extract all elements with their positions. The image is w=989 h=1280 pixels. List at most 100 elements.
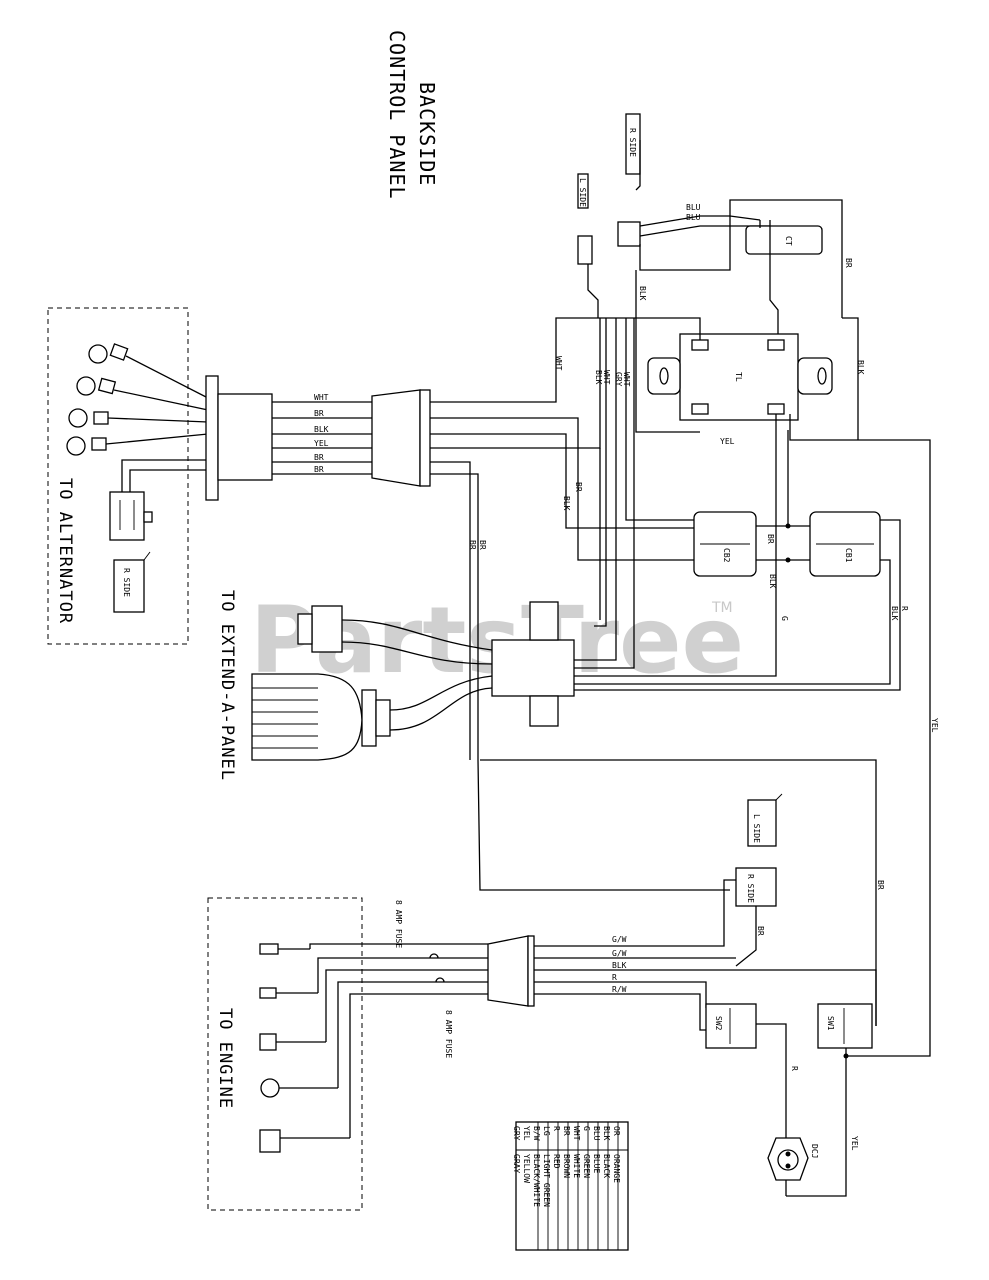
svg-text:BLK: BLK: [594, 370, 603, 385]
svg-text:8 AMP FUSE: 8 AMP FUSE: [394, 900, 403, 948]
legend-code: R: [552, 1126, 561, 1131]
svg-text:L SIDE: L SIDE: [752, 814, 761, 843]
svg-text:BLK: BLK: [768, 574, 777, 589]
legend-code: YEL: [522, 1126, 531, 1141]
engine-connector: [487, 935, 529, 1007]
svg-text:WHT: WHT: [622, 372, 631, 387]
svg-text:R: R: [900, 606, 909, 611]
legend-code: OR: [612, 1126, 621, 1136]
wire-label-wht: WHT: [314, 393, 329, 402]
svg-text:BLK: BLK: [856, 360, 865, 375]
svg-text:YEL: YEL: [720, 437, 735, 446]
extend-connector-body: [491, 639, 575, 697]
svg-text:BR: BR: [478, 540, 487, 550]
svg-text:CT: CT: [784, 236, 793, 246]
sw2-switch: [705, 1003, 757, 1049]
svg-text:BLK: BLK: [562, 496, 571, 511]
svg-text:BR: BR: [468, 540, 477, 550]
color-legend: OR ORANGE BLK BLACK BLU BLUE G GREEN WHT WHITE BR B…: [512, 1121, 629, 1251]
alt-connector-flange: [205, 375, 219, 501]
wire-label-yel: YEL: [314, 439, 329, 448]
r-side-connector-1: [113, 559, 145, 613]
legend-color-name: ORANGE: [612, 1154, 621, 1183]
svg-text:R: R: [790, 1066, 799, 1071]
svg-text:WHT: WHT: [554, 356, 563, 371]
r-side-label-1: R SIDE: [122, 568, 131, 597]
l-side-top-connector: [577, 173, 589, 209]
svg-text:BLK: BLK: [890, 606, 899, 621]
legend-color-name: RED: [552, 1154, 561, 1169]
wire-label-br-2: BR: [314, 453, 324, 462]
title-backside: BACKSIDE: [415, 82, 439, 186]
plug-top-right: [617, 221, 641, 247]
legend-color-name: BLACK: [602, 1154, 611, 1178]
svg-text:GRY: GRY: [614, 372, 623, 387]
svg-text:WHT: WHT: [602, 370, 611, 385]
svg-text:CB2: CB2: [722, 548, 731, 563]
engine-label: TO ENGINE: [215, 1008, 235, 1109]
title-control-panel: CONTROL PANEL: [385, 30, 409, 200]
extend-label: TO EXTEND-A-PANEL: [217, 590, 237, 781]
svg-text:BR: BR: [844, 258, 853, 268]
svg-text:YEL: YEL: [850, 1136, 859, 1151]
alternator-label: TO ALTERNATOR: [55, 478, 75, 624]
svg-text:DCJ: DCJ: [810, 1144, 819, 1158]
sw1-switch: [817, 1003, 873, 1049]
r-side-connector-2: [735, 867, 777, 907]
engine-terminals: [259, 943, 350, 1153]
wire-label-br-3: BR: [314, 465, 324, 474]
extend-plug-large: [251, 673, 363, 761]
svg-text:BR: BR: [766, 534, 775, 544]
alt-connector-body: [217, 393, 273, 481]
legend-color-name: YELLOW: [522, 1154, 531, 1183]
wire-label-br-1: BR: [314, 409, 324, 418]
engine-box: [207, 897, 363, 1211]
dcj-jack: [767, 1137, 809, 1181]
svg-text:BR: BR: [876, 880, 885, 890]
svg-text:R/W: R/W: [612, 985, 627, 994]
legend-code: GRY: [512, 1126, 521, 1141]
svg-text:BLK: BLK: [638, 286, 647, 301]
svg-text:G/W: G/W: [612, 949, 627, 958]
plug-top-left: [577, 235, 593, 265]
svg-text:YEL: YEL: [930, 718, 939, 733]
svg-text:BR: BR: [756, 926, 765, 936]
extend-plug-small: [311, 605, 343, 653]
legend-color-name: BLACK/WHITE: [532, 1154, 541, 1207]
legend-color-name: WHITE: [572, 1154, 581, 1178]
svg-text:BR: BR: [574, 482, 583, 492]
svg-text:CB1: CB1: [844, 548, 853, 563]
svg-text:L SIDE: L SIDE: [578, 178, 587, 207]
svg-text:G/W: G/W: [612, 935, 627, 944]
svg-text:BLU: BLU: [686, 213, 701, 222]
watermark-tm: TM: [711, 600, 733, 616]
wire-label-blk: BLK: [314, 425, 329, 434]
legend-code: BLU: [592, 1126, 601, 1141]
legend-code: BR: [562, 1126, 571, 1136]
legend-color-name: GRAY: [512, 1154, 521, 1173]
legend-color-name: LIGHT GREEN: [542, 1154, 551, 1207]
svg-text:TL: TL: [734, 372, 743, 382]
alt-harness-wires: [272, 401, 372, 475]
legend-code: BLK: [602, 1126, 611, 1141]
svg-text:BLK: BLK: [612, 961, 627, 970]
svg-text:R SIDE: R SIDE: [746, 874, 755, 903]
svg-text:SW2: SW2: [714, 1016, 723, 1031]
ring-terminals: [66, 343, 209, 456]
legend-code: WHT: [572, 1126, 581, 1141]
legend-code: G: [582, 1126, 591, 1131]
legend-color-name: BROWN: [562, 1154, 571, 1178]
legend-code: B/W: [532, 1126, 541, 1141]
alt-connector-mate: [371, 389, 421, 487]
ct-transformer: [745, 225, 823, 255]
legend-code: LG: [542, 1126, 551, 1136]
panel-wires: [430, 317, 700, 760]
svg-text:R: R: [612, 973, 617, 982]
alternator-plug: [109, 491, 145, 541]
title-group: CONTROL PANEL: [385, 30, 409, 200]
legend-color-name: GREEN: [582, 1154, 591, 1178]
svg-text:G: G: [780, 616, 789, 621]
legend-color-name: BLUE: [592, 1154, 601, 1173]
